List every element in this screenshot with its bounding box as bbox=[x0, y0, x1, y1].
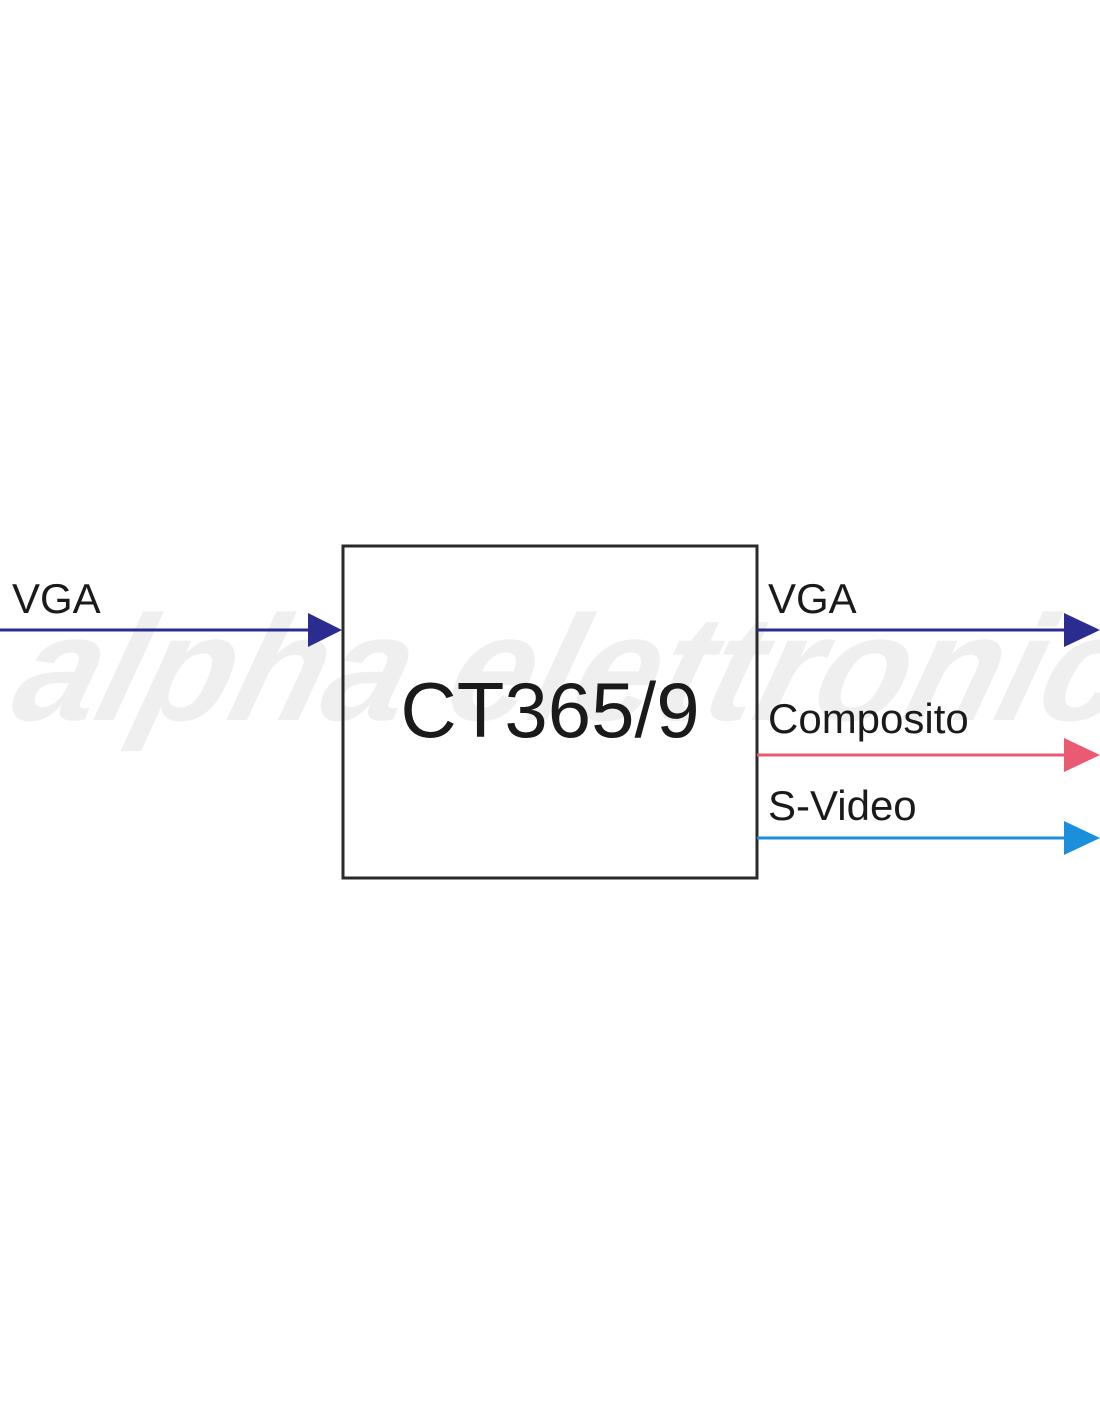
output-label-vga: VGA bbox=[768, 575, 857, 622]
input-arrowhead bbox=[308, 613, 342, 647]
svg-text:alpha elettronica: alpha elettronica bbox=[0, 585, 1100, 752]
output-label-s-video: S-Video bbox=[768, 782, 917, 829]
output-arrowhead-s-video bbox=[1064, 821, 1100, 855]
output-arrowhead-composito bbox=[1064, 738, 1100, 772]
watermark: alpha elettronica bbox=[0, 585, 1100, 752]
input-label: VGA bbox=[12, 575, 101, 622]
device-box bbox=[341, 544, 759, 880]
output-arrowhead-vga bbox=[1064, 613, 1100, 647]
device-label: CT365/9 bbox=[400, 666, 699, 754]
output-label-composito: Composito bbox=[768, 695, 969, 742]
